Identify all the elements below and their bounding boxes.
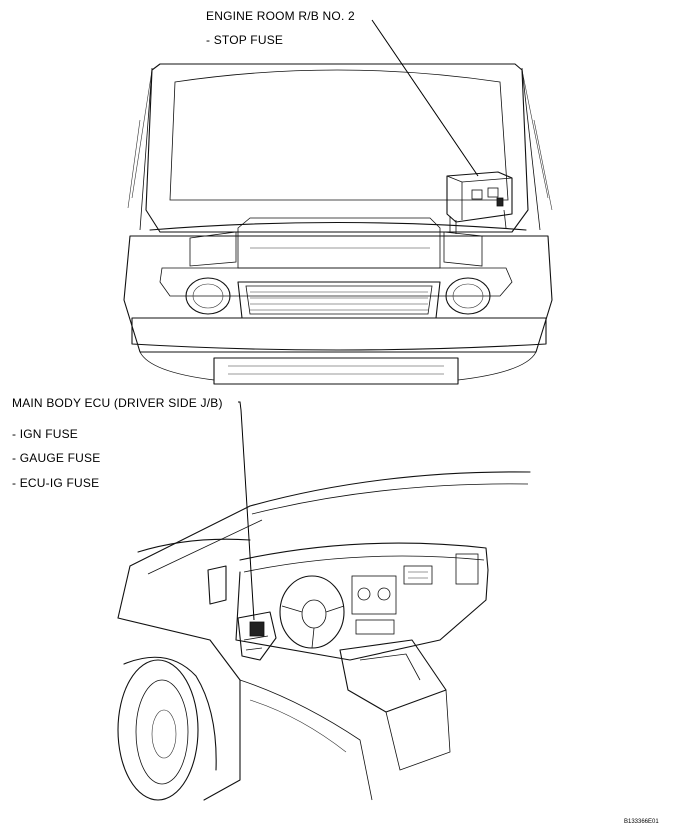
engine-room-title: ENGINE ROOM R/B NO. 2 xyxy=(206,9,355,23)
front-vehicle-drawing xyxy=(123,63,553,385)
main-body-ecu-title: MAIN BODY ECU (DRIVER SIDE J/B) xyxy=(12,396,223,410)
ign-fuse-label: - IGN FUSE xyxy=(12,427,79,441)
main-body-ecu-block xyxy=(237,611,277,661)
engine-room-leader-line xyxy=(371,19,479,177)
ecu-ig-fuse-label: - ECU-IG FUSE xyxy=(12,476,100,490)
figure-code: B133366E01 xyxy=(624,819,659,825)
main-body-ecu-leader-line xyxy=(238,401,255,621)
interior-dashboard-drawing xyxy=(117,471,531,801)
gauge-fuse-label: - GAUGE FUSE xyxy=(12,451,101,465)
stop-fuse-label: - STOP FUSE xyxy=(206,33,284,47)
engine-room-relay-block xyxy=(446,171,513,234)
